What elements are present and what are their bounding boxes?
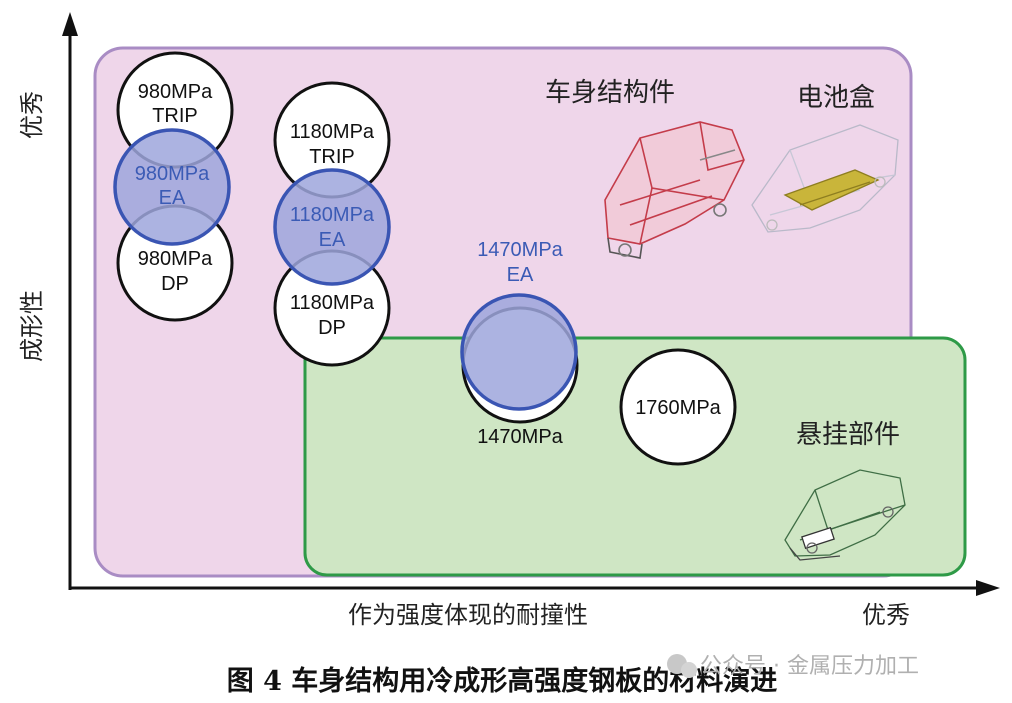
car-body-structure-illustration: [604, 121, 745, 259]
label-1180mpa-trip-line1: 1180MPa: [290, 121, 375, 143]
label-980mpa-ea-line2: EA: [159, 187, 186, 209]
car-suspension-illustration: [784, 469, 906, 561]
label-1470mpa-ea-line2: EA: [507, 264, 534, 286]
label-1180mpa-dp-line1: 1180MPa: [290, 292, 375, 314]
label-1760mpa: 1760MPa: [635, 397, 721, 419]
label-1180mpa-ea-line1: 1180MPa: [290, 204, 375, 226]
y-axis-top-label: 优秀: [18, 91, 46, 139]
x-axis-arrowhead: [976, 580, 1000, 596]
car-battery-box-illustration: [751, 124, 899, 233]
circle-1760mpa: [619, 348, 737, 466]
battery-box-label: 电池盒: [797, 83, 875, 113]
label-1470mpa-ea-line1: 1470MPa: [477, 239, 563, 261]
y-axis-arrowhead: [62, 12, 78, 36]
label-980mpa-dp-line2: DP: [161, 273, 189, 295]
y-axis-middle-label: 成形性: [18, 290, 46, 362]
label-1180mpa-ea-line2: EA: [319, 229, 346, 251]
circle-1470mpa-ea: [460, 293, 578, 411]
body-structure-label: 车身结构件: [545, 78, 675, 108]
watermark: 公众号 · 金属压力加工: [667, 654, 919, 679]
circle-980mpa-ea: [113, 128, 231, 246]
label-1180mpa-trip-line2: TRIP: [309, 146, 355, 168]
label-980mpa-trip-line2: TRIP: [152, 105, 198, 127]
label-1180mpa-dp-line2: DP: [318, 317, 346, 339]
x-axis-right-label: 优秀: [862, 601, 910, 629]
watermark-text: 公众号 · 金属压力加工: [700, 654, 919, 679]
circle-1180mpa-ea: [273, 168, 391, 286]
label-980mpa-dp-line1: 980MPa: [138, 248, 213, 270]
suspension-label: 悬挂部件: [796, 420, 900, 450]
label-980mpa-trip-line1: 980MPa: [138, 81, 213, 103]
x-axis-middle-label: 作为强度体现的耐撞性: [348, 601, 588, 629]
label-1470mpa: 1470MPa: [477, 426, 563, 448]
label-980mpa-ea-line1: 980MPa: [135, 163, 210, 185]
